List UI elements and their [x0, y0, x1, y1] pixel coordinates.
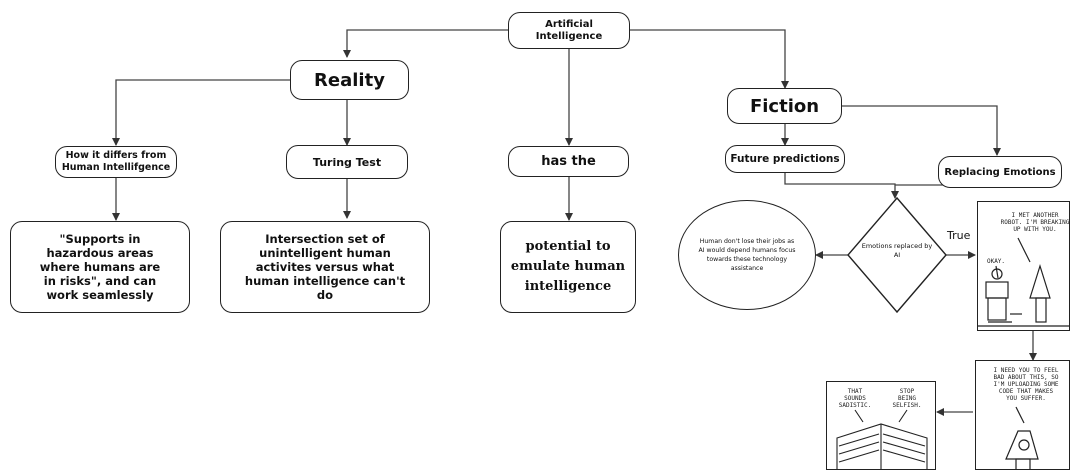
intersection-line-3: activites versus what — [255, 260, 395, 274]
emotions-node: Replacing Emotions — [938, 156, 1062, 188]
comic-panel-3: THAT SOUNDS SADISTIC. STOP BEING SELFISH… — [826, 381, 936, 470]
fiction-label: Fiction — [749, 95, 820, 117]
future-label: Future predictions — [730, 153, 840, 165]
turing-label: Turing Test — [312, 155, 382, 169]
panel2-caption: I NEED YOU TO FEEL BAD ABOUT THIS, SO I'… — [984, 367, 1068, 402]
intersection-line-1: Intersection set of — [265, 232, 385, 246]
panel3-left-caption: THAT SOUNDS SADISTIC. — [833, 388, 877, 409]
panel2-line-3: I'M UPLOADING SOME — [993, 381, 1059, 388]
edge-label-true: True — [947, 229, 971, 242]
comic-panel-2: I NEED YOU TO FEEL BAD ABOUT THIS, SO I'… — [975, 360, 1070, 470]
differs-line-2: Human Intellifgence — [61, 162, 171, 173]
panel1-caption: I MET ANOTHER ROBOT. I'M BREAKING UP WIT… — [1000, 212, 1070, 233]
root-line-1: Artificial — [545, 18, 593, 30]
panel2-drawing — [1005, 406, 1039, 469]
emotions-label: Replacing Emotions — [944, 166, 1056, 178]
panel3-left-1: THAT — [847, 388, 863, 395]
fiction-node: Fiction — [727, 88, 842, 124]
panel2-line-1: I NEED YOU TO FEEL — [993, 367, 1059, 374]
reality-label: Reality — [314, 69, 385, 91]
panel3-left-3: SADISTIC. — [838, 402, 872, 409]
potential-node: potential to emulate human intelligence — [500, 221, 636, 313]
panel2-line-5: YOU SUFFER. — [1006, 395, 1046, 402]
intersection-line-2: unintelligent human — [259, 246, 391, 260]
comic-panel-1: I MET ANOTHER ROBOT. I'M BREAKING UP WIT… — [977, 201, 1070, 331]
panel3-right-1: STOP — [899, 388, 915, 395]
panel3-right-caption: STOP BEING SELFISH. — [885, 388, 929, 409]
supports-node: "Supports in hazardous areas where human… — [10, 221, 190, 313]
edge-root-fiction — [630, 29, 789, 89]
potential-line-3: intelligence — [524, 279, 612, 294]
panel1-line-1: I MET ANOTHER — [1011, 212, 1059, 219]
panel3-drawing — [836, 409, 928, 469]
differs-node: How it differs from Human Intellifgence — [55, 146, 177, 178]
panel1-line-2: ROBOT. I'M BREAKING — [1000, 219, 1070, 226]
circle-line-4: assistance — [730, 265, 764, 272]
potential-line-2: emulate human — [510, 259, 626, 274]
circle-line-3: towards these technology — [706, 256, 788, 263]
intersection-node: Intersection set of unintelligent human … — [220, 221, 430, 313]
supports-line-1: "Supports in — [59, 232, 141, 246]
hasthe-label: has the — [541, 154, 596, 169]
panel1-line-3: UP WITH YOU. — [1013, 226, 1057, 233]
future-node: Future predictions — [725, 145, 845, 173]
panel1-drawing — [978, 237, 1069, 327]
supports-line-3: where humans are — [39, 260, 161, 274]
potential-line-1: potential to — [525, 239, 611, 254]
hasthe-node: has the — [508, 146, 629, 177]
edge-fiction-emotions — [841, 105, 1001, 156]
edge-root-reality — [343, 29, 510, 58]
turing-node: Turing Test — [286, 145, 408, 179]
intersection-line-4: human intelligence can't — [244, 274, 406, 288]
edge-reality-differs — [112, 79, 290, 146]
decision-diamond-text: Emotions replaced by AI — [852, 242, 942, 260]
decision-diamond-shape — [847, 196, 947, 314]
diamond-line-2: AI — [893, 251, 901, 259]
diamond-line-1: Emotions replaced by — [861, 242, 933, 250]
circle-line-1: Human don't lose their jobs as — [699, 238, 795, 245]
intersection-line-5: do — [316, 288, 334, 302]
outcome-circle: Human don't lose their jobs as AI would … — [678, 200, 816, 310]
panel3-right-3: SELFISH. — [892, 402, 922, 409]
supports-line-2: hazardous areas — [46, 246, 154, 260]
panel2-line-4: CODE THAT MAKES — [998, 388, 1054, 395]
supports-line-5: work seamlessly — [46, 288, 154, 302]
panel3-left-2: SOUNDS — [844, 395, 866, 402]
differs-line-1: How it differs from — [65, 150, 167, 161]
circle-line-2: AI would depend humans focus — [698, 247, 796, 254]
root-node: Artificial Intelligence — [508, 12, 630, 49]
panel1-reply: OKAY. — [986, 258, 1006, 265]
supports-line-4: in risks", and can — [43, 274, 157, 288]
reality-node: Reality — [290, 60, 409, 100]
edge-future-diamond — [784, 172, 899, 199]
root-line-2: Intelligence — [535, 30, 603, 42]
panel3-right-2: BEING — [897, 395, 917, 402]
panel2-line-2: BAD ABOUT THIS, SO — [993, 374, 1059, 381]
